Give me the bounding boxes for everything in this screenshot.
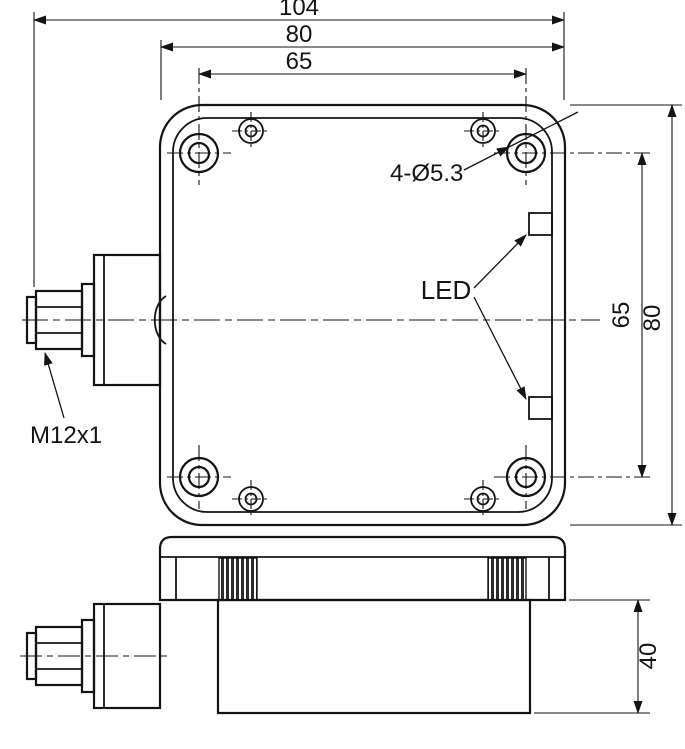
dim-body-height-label: 80 [639,305,666,332]
front-view [22,68,650,527]
thread-leader [44,352,65,419]
callouts: 4-Ø5.3 LED M12x1 [30,111,579,449]
dim-hole-spacing-height-label: 65 [608,302,635,329]
led-window-bottom [528,396,553,420]
screw-pillar-section-right [487,557,527,601]
connector-tip [25,295,38,345]
mounting-hole-bottom-right [494,445,650,509]
dimensions: 104 80 65 65 80 40 [33,0,682,714]
mounting-holes-leader [463,146,510,171]
side-view [20,535,567,715]
hole-centerlines [167,445,231,509]
housing-outer-outline [158,103,567,527]
hole-centerlines [494,445,650,509]
dim-housing-depth-label: 40 [635,643,662,670]
m12-connector-front [25,253,162,387]
connector-tip [25,631,38,681]
led-label: LED [421,275,472,305]
mounting-holes-leader-extension [508,111,579,148]
m12-connector-side [25,602,162,710]
thread-label: M12x1 [30,422,102,449]
mounting-holes-label: 4-Ø5.3 [390,160,463,187]
dim-body-width-label: 80 [286,21,313,48]
cable-entry-arc [153,295,167,345]
cover-screw-bottom-left [232,480,270,518]
cover-screw-bottom-right [464,480,502,518]
dim-overall-width-label: 104 [279,0,319,21]
cover-screw-top-left [232,112,270,150]
housing-cover-outline [172,117,553,513]
cover-screw-top-right [464,112,502,150]
flange-outline [158,535,567,602]
led-window-top [528,212,553,236]
dim-hole-spacing-width-label: 65 [286,48,313,75]
hole-centerlines [167,68,231,185]
led-leader-top [473,234,527,289]
mounting-hole-top-left [167,68,231,185]
hole-centerlines [494,68,650,185]
mounting-hole-top-right [494,68,650,185]
housing-body-side [216,598,532,715]
mounting-hole-bottom-left [167,445,231,509]
screw-pillar-section-left [218,557,258,601]
led-leader-bottom [473,296,527,400]
